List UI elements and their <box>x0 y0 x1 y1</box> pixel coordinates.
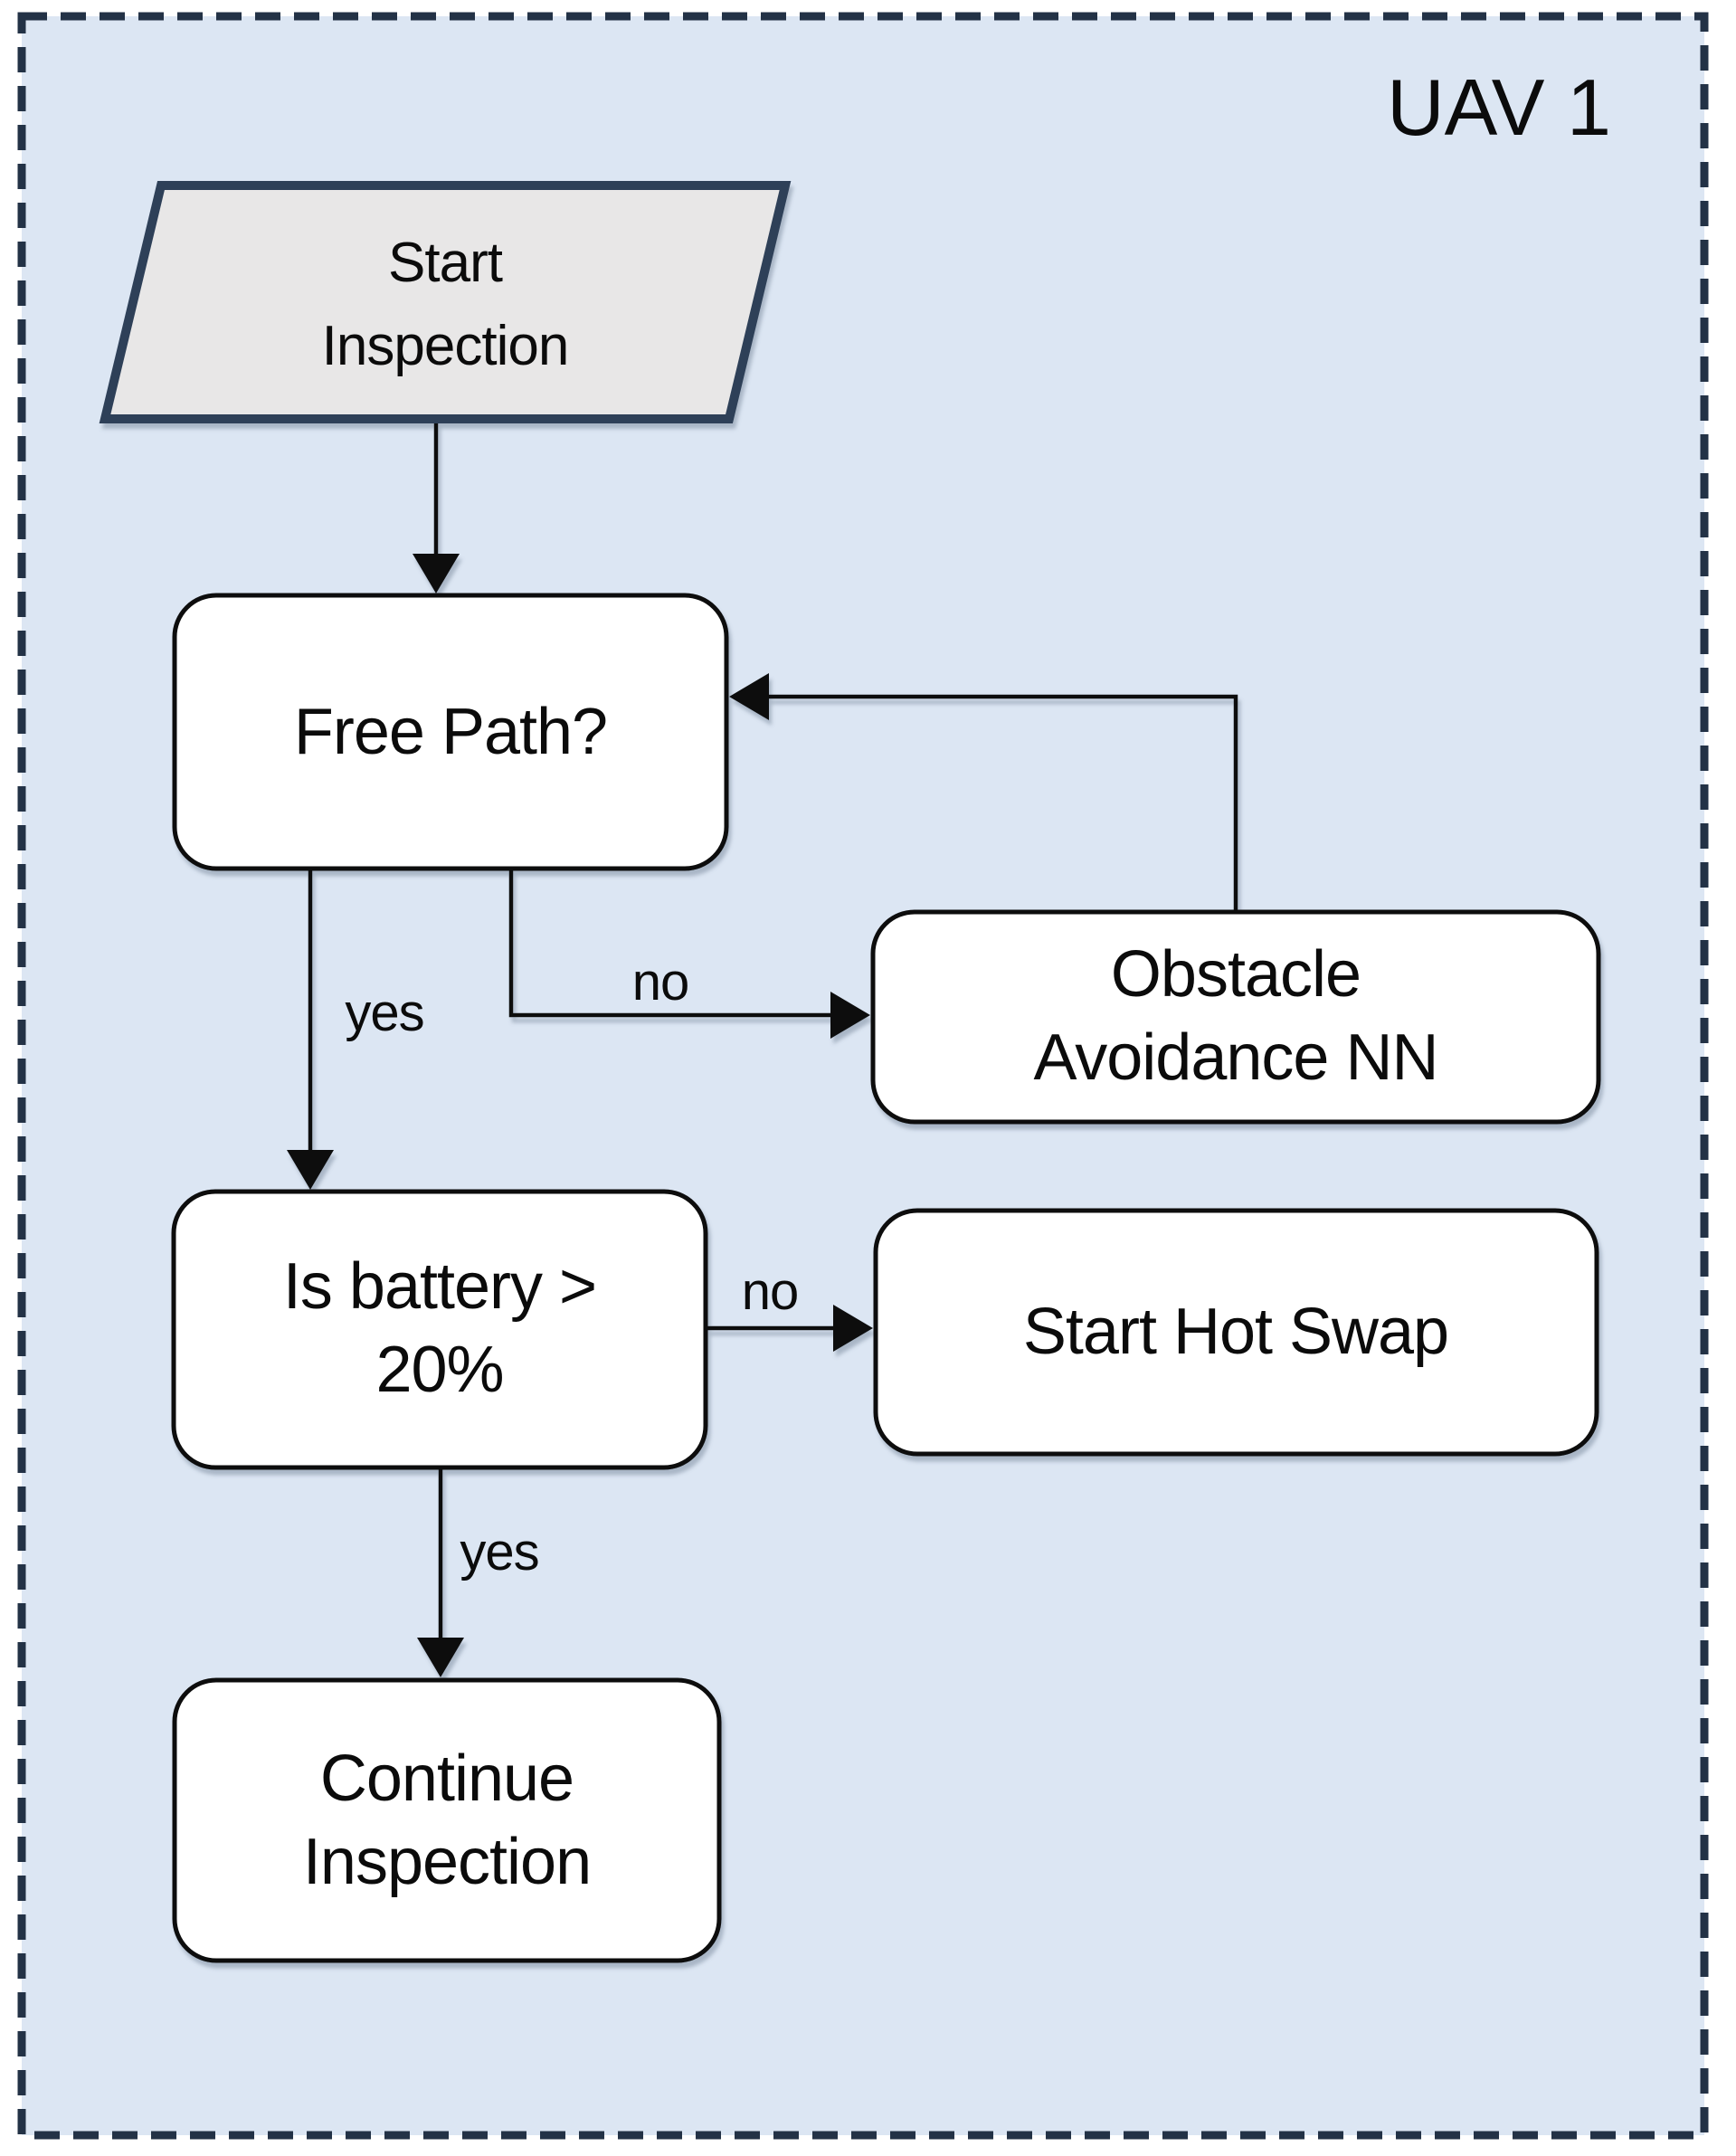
start-inspection-parallelogram-shape <box>99 181 792 423</box>
panel-title: UAV 1 <box>1387 62 1611 152</box>
node-start-hot-swap: Start Hot Swap <box>1023 1296 1449 1368</box>
freepath-label: Free Path? <box>294 696 607 768</box>
arrowhead-freepath-no-icon <box>830 992 870 1039</box>
freepath-box-shape <box>172 593 729 871</box>
obstacle-label-line2: Avoidance NN <box>1034 1021 1438 1094</box>
node-free-path: Free Path? <box>294 696 608 768</box>
edge-label-freepath-yes: yes <box>345 983 423 1042</box>
start-label-line1: Start <box>388 232 503 294</box>
continue-label-line2: Inspection <box>303 1826 591 1898</box>
node-battery-check: Is battery > 20% <box>283 1250 597 1406</box>
node-obstacle-avoidance: Obstacle Avoidance NN <box>1034 938 1439 1094</box>
diagram-shapes-layer <box>99 181 1601 1963</box>
edge-label-battery-no: no <box>742 1262 799 1321</box>
obstacle-label-line1: Obstacle <box>1111 938 1361 1011</box>
node-start-inspection: Start Inspection <box>322 232 570 377</box>
node-continue-inspection: Continue Inspection <box>303 1743 592 1898</box>
edge-label-freepath-no: no <box>632 953 689 1012</box>
continue-inspection-box-shape <box>172 1677 722 1963</box>
hot-swap-box-shape <box>873 1208 1599 1457</box>
battery-label-line2: 20% <box>375 1334 503 1406</box>
edge-obstacle-to-freepath <box>769 694 1238 912</box>
arrowhead-obstacle-to-freepath-icon <box>729 673 769 720</box>
arrowhead-battery-no-icon <box>833 1305 873 1352</box>
battery-check-box-shape <box>171 1189 708 1470</box>
edge-label-battery-yes: yes <box>460 1523 538 1581</box>
battery-label-line1: Is battery > <box>283 1250 596 1323</box>
obstacle-avoidance-box-shape <box>870 909 1601 1125</box>
start-label-line2: Inspection <box>322 315 569 377</box>
continue-label-line1: Continue <box>320 1743 574 1815</box>
hotswap-label: Start Hot Swap <box>1023 1296 1448 1368</box>
arrowhead-start-to-freepath-icon <box>413 554 460 594</box>
arrowhead-battery-yes-icon <box>417 1638 464 1677</box>
arrowhead-freepath-yes-icon <box>287 1150 334 1190</box>
edge-freepath-no <box>508 869 832 1018</box>
